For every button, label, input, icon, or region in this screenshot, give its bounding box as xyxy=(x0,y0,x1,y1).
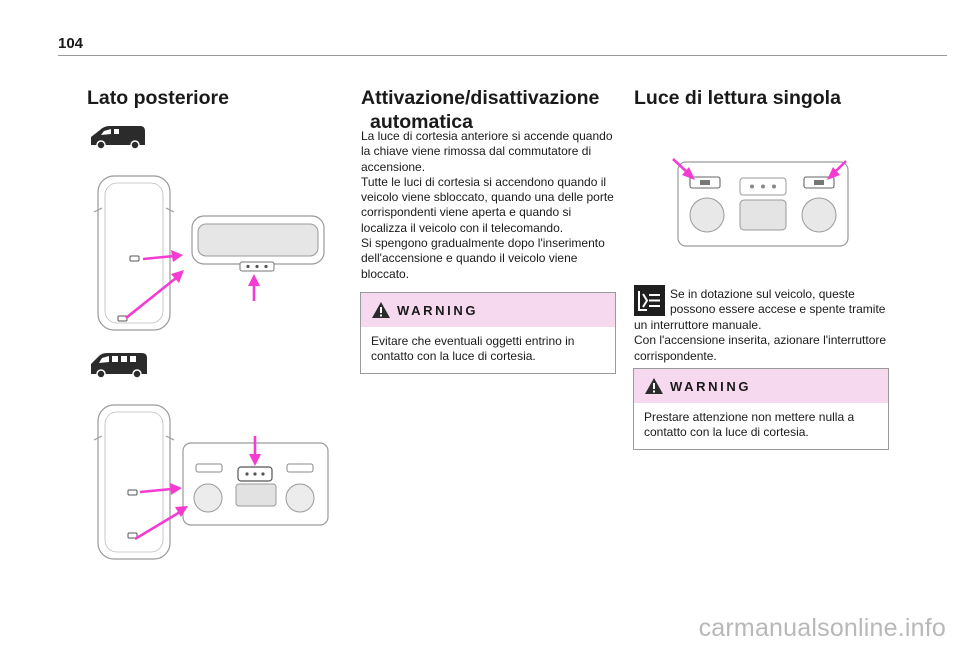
warning-text: Prestare attenzione non mettere nulla a … xyxy=(644,410,855,440)
middle-title-line1: Attivazione/disattivazione xyxy=(361,87,600,109)
warning-title: WARNING xyxy=(397,302,479,318)
right-note-first-lines: Se in dotazione sul veicolo, queste poss… xyxy=(670,287,900,318)
middle-body: La luce di cortesia anteriore si accende… xyxy=(361,129,619,282)
right-note-paragraph-2: Con l'accensione inserita, azionare l'in… xyxy=(634,333,887,363)
van-top-view-rear-diagram xyxy=(93,175,325,331)
middle-column-heading: Attivazione/disattivazione automatica xyxy=(361,86,599,134)
middle-title-line2: automatica xyxy=(370,111,473,133)
warning-triangle-icon xyxy=(645,378,663,394)
reading-light-console-diagram xyxy=(672,158,849,247)
warning-text: Evitare che eventuali oggetti entrino in… xyxy=(371,334,575,364)
left-title: Lato posteriore xyxy=(87,87,229,109)
right-warning-box: WARNING Prestare attenzione non mettere … xyxy=(633,368,889,450)
warning-triangle-icon xyxy=(372,302,390,318)
middle-warning-box: WARNING Evitare che eventuali oggetti en… xyxy=(360,292,616,374)
right-note-line-3: un interruttore manuale. xyxy=(634,318,762,332)
warning-header: WARNING xyxy=(634,369,888,403)
right-column-heading: Luce di lettura singola xyxy=(634,86,841,110)
right-note-rest: un interruttore manuale. Con l'accension… xyxy=(634,318,896,364)
warning-header: WARNING xyxy=(361,293,615,327)
right-note-line-1: Se in dotazione sul veicolo, queste xyxy=(670,287,855,301)
page-number: 104 xyxy=(58,35,84,52)
left-column-heading: Lato posteriore xyxy=(87,86,229,110)
van-top-view-long-diagram xyxy=(93,404,329,560)
footer-watermark: carmanualsonline.info xyxy=(698,614,946,642)
long-van-icon xyxy=(91,353,147,379)
right-note-line-2: possono essere accese e spente tramite xyxy=(670,302,886,317)
warning-title: WARNING xyxy=(670,378,752,394)
notes-icon xyxy=(634,285,665,316)
middle-paragraph-2: Tutte le luci di cortesia si accendono q… xyxy=(361,174,614,235)
short-van-icon xyxy=(91,126,145,150)
right-title: Luce di lettura singola xyxy=(634,87,841,109)
header-rule xyxy=(58,55,947,56)
middle-paragraph-1: La luce di cortesia anteriore si accende… xyxy=(361,129,613,174)
middle-paragraph-3: Si spengono gradualmente dopo l'inserime… xyxy=(361,236,605,281)
